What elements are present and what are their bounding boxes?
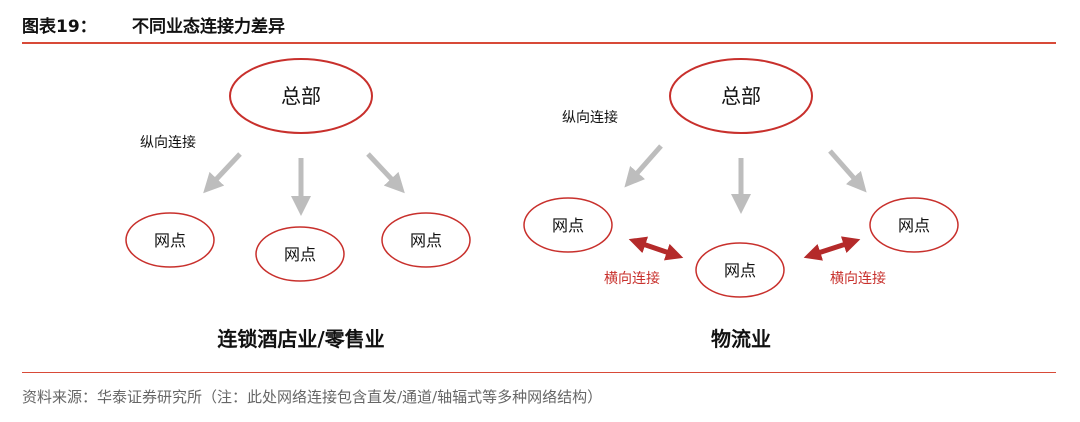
horizontal-label-right: 横向连接 [830, 270, 886, 287]
right-hq-label: 总部 [721, 84, 761, 108]
right-node-1 [523, 197, 613, 253]
bottom-divider [22, 372, 1056, 373]
horizontal-arrow-right [803, 236, 861, 261]
horizontal-arrow-left [628, 236, 684, 261]
left-vertical-label: 纵向连接 [140, 134, 196, 151]
source-note: 资料来源：华泰证券研究所（注：此处网络连接包含直发/通道/轴辐式等多种网络结构） [22, 388, 603, 406]
left-node-1-label: 网点 [154, 231, 186, 250]
right-diagram: 总部 纵向连接 网点 网点 网点 横向连接 横向连接 物流业 [523, 58, 959, 351]
left-caption: 连锁酒店业/零售业 [217, 327, 384, 351]
right-caption: 物流业 [711, 327, 771, 351]
left-vertical-arrow-1 [203, 152, 242, 194]
top-divider [22, 42, 1056, 44]
left-node-2-label: 网点 [284, 245, 316, 264]
figure-title: 不同业态连接力差异 [132, 17, 285, 37]
horizontal-label-left: 横向连接 [604, 270, 660, 287]
left-diagram: 总部 纵向连接 网点 网点 网点 连锁酒店业/零售业 [125, 58, 471, 351]
right-vertical-arrow-1 [624, 144, 663, 188]
right-node-2 [695, 242, 785, 298]
left-hq-label: 总部 [281, 84, 321, 108]
left-node-3 [381, 212, 471, 268]
right-vertical-arrow-3 [828, 149, 867, 193]
figure-label: 图表19： [22, 17, 97, 37]
right-node-1-label: 网点 [552, 216, 584, 235]
right-node-3-label: 网点 [898, 216, 930, 235]
right-node-3 [869, 197, 959, 253]
left-vertical-arrow-3 [366, 152, 405, 194]
right-hq-node [669, 58, 813, 134]
right-vertical-label: 纵向连接 [562, 109, 618, 126]
left-node-2 [255, 226, 345, 282]
left-hq-node [229, 58, 373, 134]
right-node-2-label: 网点 [724, 261, 756, 280]
left-node-3-label: 网点 [410, 231, 442, 250]
left-node-1 [125, 212, 215, 268]
